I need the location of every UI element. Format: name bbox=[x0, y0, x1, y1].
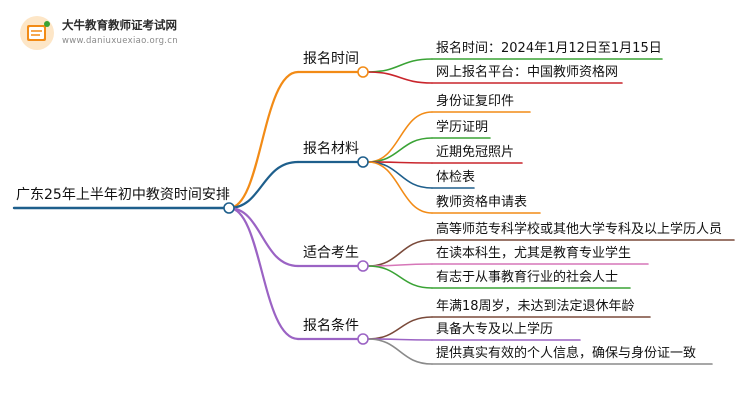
branch-node-2[interactable] bbox=[357, 260, 369, 272]
leaf-connector-1-0 bbox=[367, 111, 433, 163]
branch-node-1[interactable] bbox=[357, 156, 369, 168]
leaf-connector-2-0 bbox=[367, 239, 433, 267]
site-url: www.daniuxuexiao.org.cn bbox=[62, 36, 178, 46]
leaf-connector-1-4 bbox=[367, 161, 433, 214]
branch-topic-3: 报名条件 bbox=[303, 318, 359, 334]
site-name: 大牛教育教师证考试网 bbox=[62, 18, 177, 32]
branch-topic-0: 报名时间 bbox=[303, 51, 359, 67]
leaf-connector-3-0 bbox=[367, 316, 433, 340]
branch-topic-2: 适合考生 bbox=[303, 245, 359, 261]
branch-node-3[interactable] bbox=[357, 333, 369, 345]
site-logo[interactable]: 大牛教育教师证考试网 www.daniuxuexiao.org.cn bbox=[18, 14, 218, 54]
branch-connector-1 bbox=[227, 160, 300, 210]
leaf-topic-1-3: 体检表 bbox=[436, 170, 476, 185]
branch-connector-0 bbox=[227, 70, 300, 210]
leaf-connector-1-3 bbox=[367, 161, 433, 189]
leaf-connector-2-2 bbox=[367, 265, 433, 289]
root-node[interactable] bbox=[223, 202, 235, 214]
branch-connector-3 bbox=[227, 206, 300, 341]
leaf-topic-1-1: 学历证明 bbox=[436, 120, 489, 135]
leaf-topic-3-2: 提供真实有效的个人信息，确保与身份证一致 bbox=[436, 346, 697, 361]
leaf-topic-1-0: 身份证复印件 bbox=[436, 94, 515, 109]
root-topic: 广东25年上半年初中教资时间安排 bbox=[16, 187, 230, 203]
leaf-topic-1-2: 近期免冠照片 bbox=[436, 145, 515, 160]
branch-connector-2 bbox=[227, 206, 300, 268]
book-logo-icon bbox=[20, 16, 54, 50]
leaf-topic-3-1: 具备大专及以上学历 bbox=[436, 322, 554, 337]
leaf-connector-0-0 bbox=[367, 58, 433, 73]
leaf-connector-3-2 bbox=[367, 338, 433, 365]
leaf-topic-2-0: 高等师范专科学校或其他大学专科及以上学历人员 bbox=[436, 222, 723, 237]
leaf-topic-3-0: 年满18周岁，未达到法定退休年龄 bbox=[436, 299, 635, 314]
leaf-topic-0-0: 报名时间：2024年1月12日至1月15日 bbox=[436, 41, 662, 56]
leaf-topic-2-1: 在读本科生，尤其是教育专业学生 bbox=[436, 246, 632, 261]
leaf-topic-1-4: 教师资格申请表 bbox=[436, 195, 528, 210]
leaf-connector-1-1 bbox=[367, 137, 433, 163]
leaf-connector-0-1 bbox=[367, 71, 433, 84]
branch-topic-1: 报名材料 bbox=[303, 141, 359, 157]
leaf-topic-2-2: 有志于从事教育行业的社会人士 bbox=[436, 270, 619, 285]
leaf-topic-0-1: 网上报名平台：中国教师资格网 bbox=[436, 65, 619, 80]
branch-node-0[interactable] bbox=[357, 66, 369, 78]
